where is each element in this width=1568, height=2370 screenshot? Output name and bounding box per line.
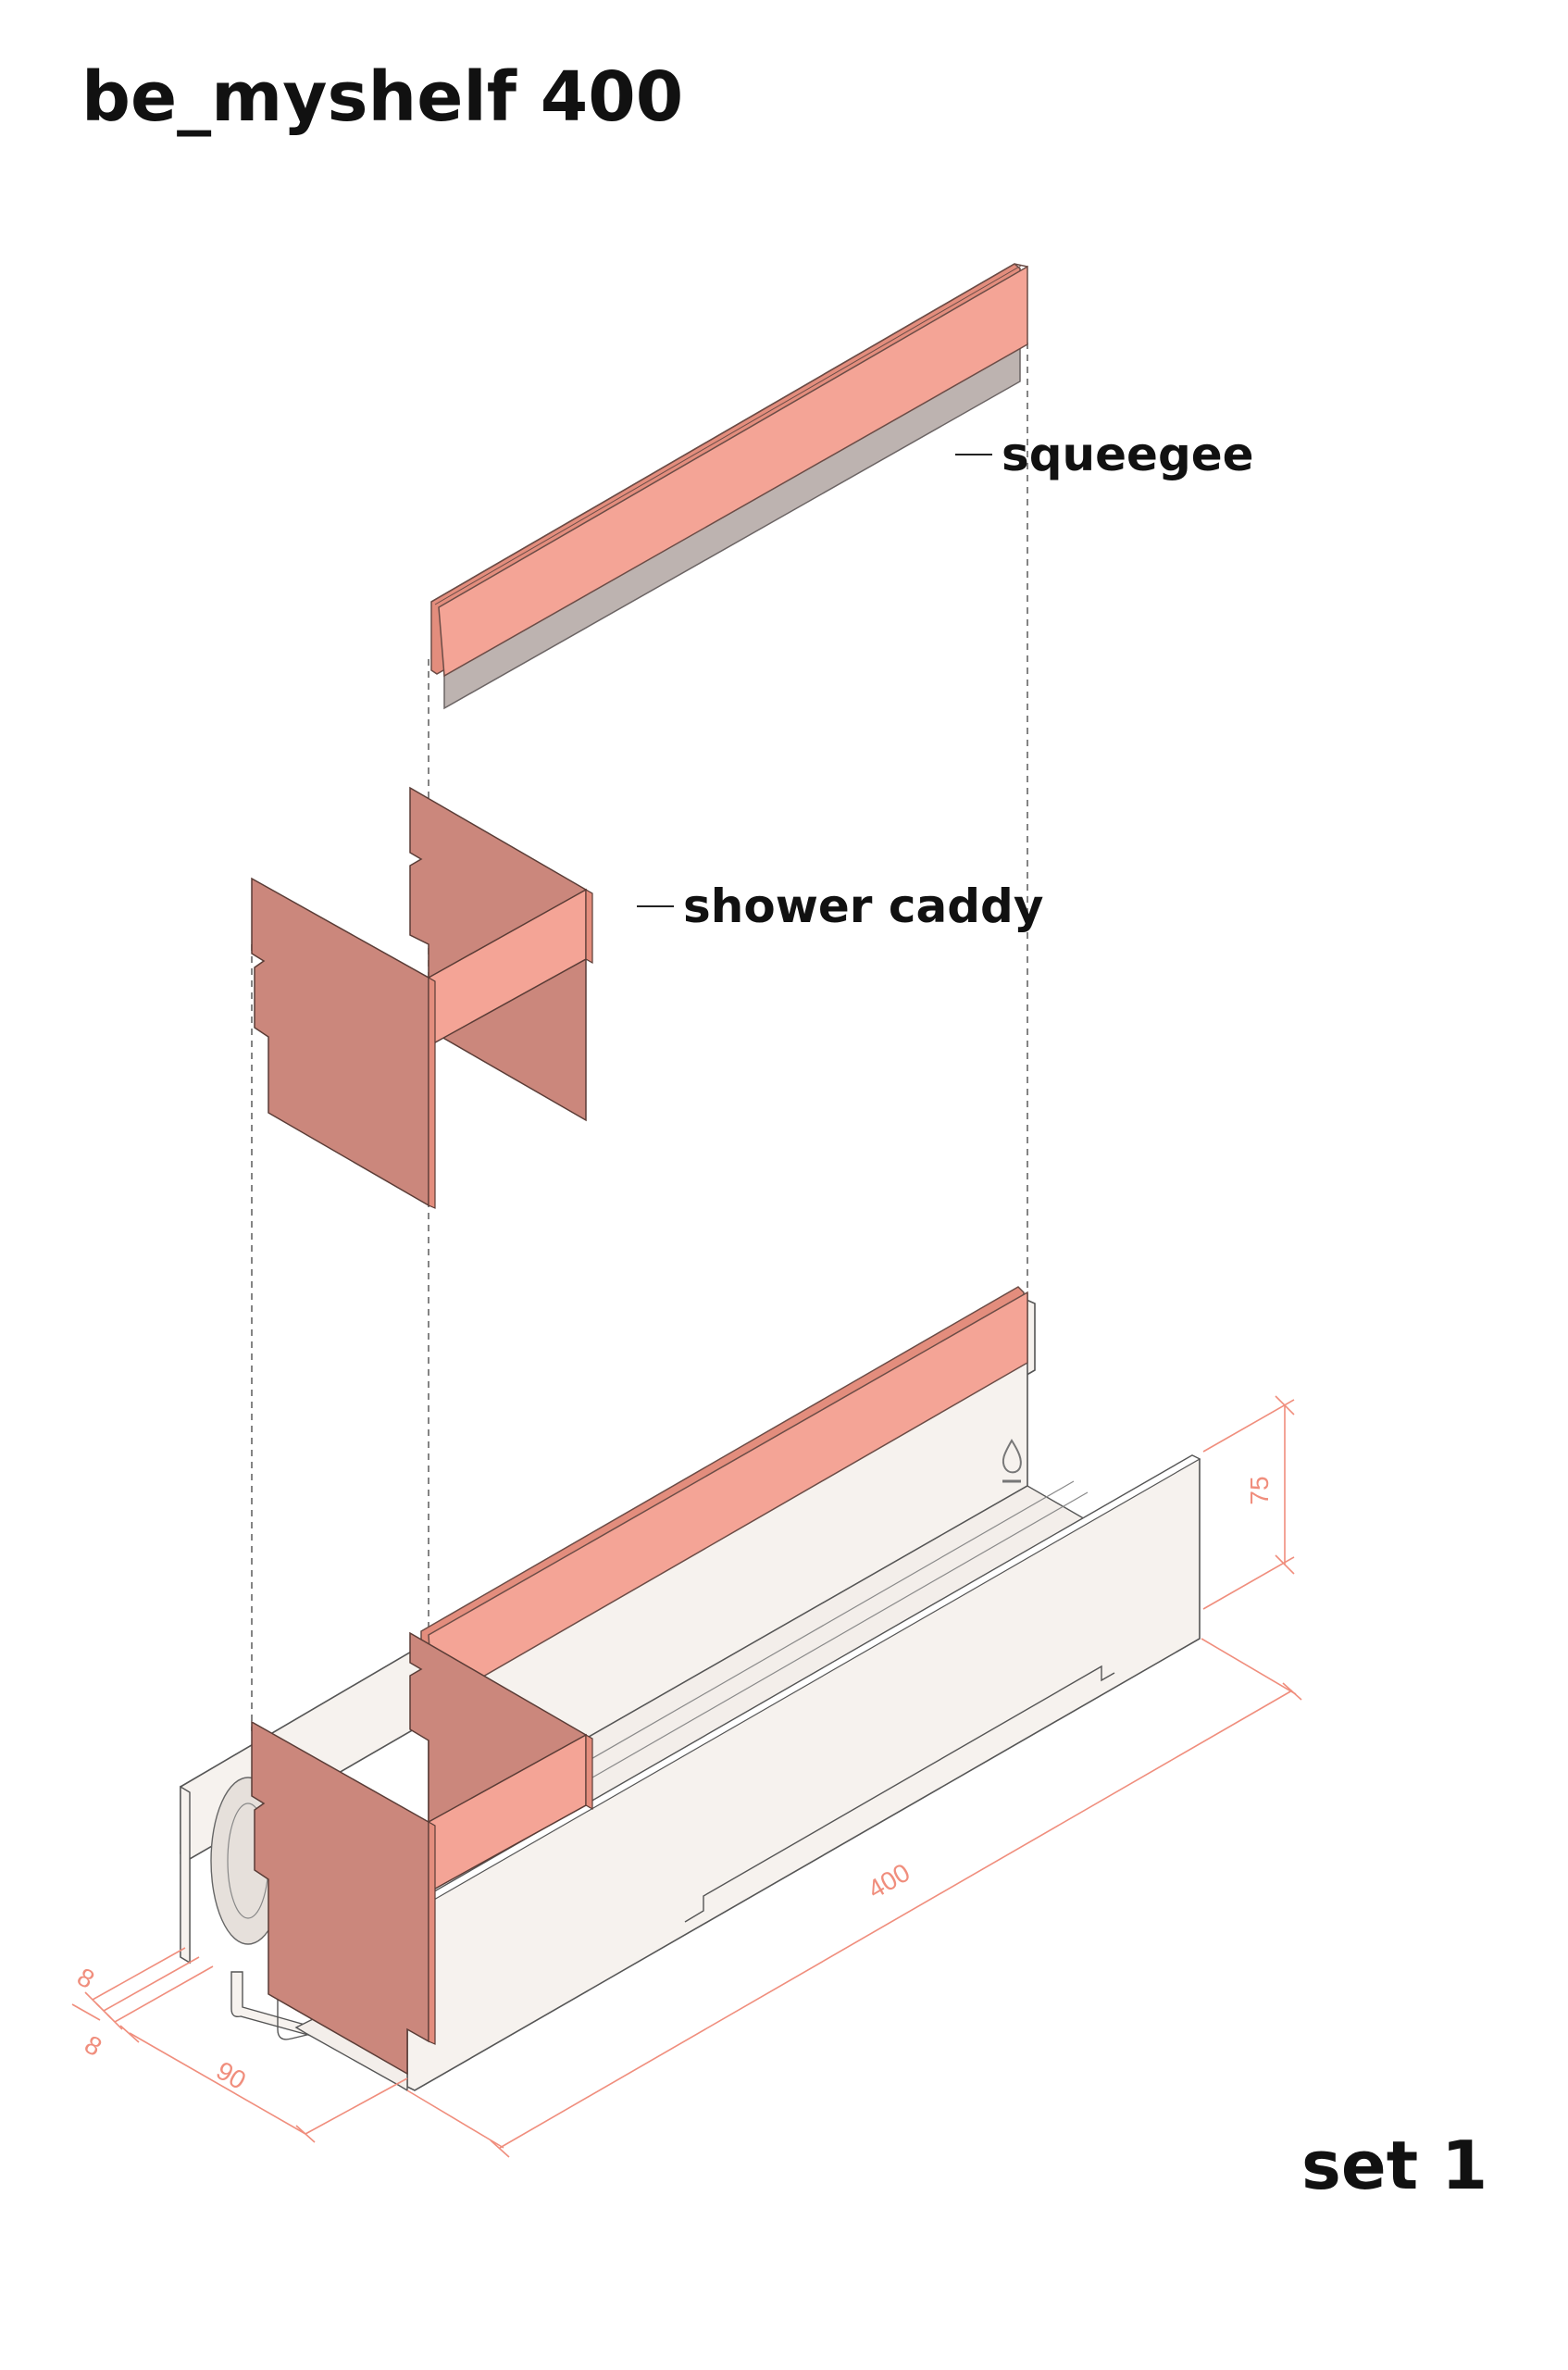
shower-caddy-part bbox=[251, 786, 593, 1209]
dim-thickness-label-top: 8 bbox=[72, 1962, 99, 1994]
tray-groove-2 bbox=[591, 1491, 1089, 1778]
assembled-shelf bbox=[180, 1286, 1201, 2092]
dim-depth-line bbox=[129, 2032, 306, 2135]
squeegee-top-edge bbox=[430, 263, 1028, 603]
callout-leader-dash bbox=[955, 453, 992, 455]
tray-end-hook bbox=[277, 1990, 316, 2040]
squeegee-label: squeegee bbox=[1002, 428, 1254, 481]
water-drop-logo-icon bbox=[1002, 1439, 1022, 1483]
tray-groove-1 bbox=[582, 1480, 1075, 1765]
set-label: set 1 bbox=[1301, 2127, 1488, 2204]
mounted-caddy-side-band-edge bbox=[585, 1733, 593, 1811]
assembly-guide-lines bbox=[251, 343, 1028, 1731]
shower-caddy-label: shower caddy bbox=[683, 879, 1044, 933]
tray-lip-notch bbox=[684, 1665, 1115, 1923]
squeegee-layer-line bbox=[434, 265, 1022, 605]
dim-height-label: 75 bbox=[1245, 1476, 1274, 1504]
caddy-front-panel-edge bbox=[428, 976, 436, 1209]
product-title: be_myshelf 400 bbox=[81, 57, 684, 137]
dim-depth-label: 90 bbox=[212, 2056, 251, 2095]
mounted-caddy-front-edge bbox=[428, 1820, 436, 2045]
squeegee-part bbox=[430, 263, 1028, 710]
dim-thickness-label-bottom: 8 bbox=[80, 2029, 106, 2062]
dim-thickness-line bbox=[71, 2003, 101, 2021]
squeegee-callout: squeegee bbox=[955, 428, 1254, 481]
caddy-front-panel bbox=[251, 877, 429, 1207]
caddy-side-band-edge bbox=[585, 888, 593, 965]
shower-caddy-callout: shower caddy bbox=[637, 879, 1043, 933]
shelf-wall-plate-side bbox=[180, 1785, 191, 1965]
dim-length-label: 400 bbox=[863, 1858, 915, 1904]
squeegee-handle-front bbox=[438, 265, 1028, 678]
dim-length-line bbox=[499, 1690, 1293, 2149]
squeegee-rubber-blade bbox=[443, 343, 1021, 710]
callout-leader-dash bbox=[637, 904, 674, 907]
dimension-annotations bbox=[71, 1395, 1302, 2158]
